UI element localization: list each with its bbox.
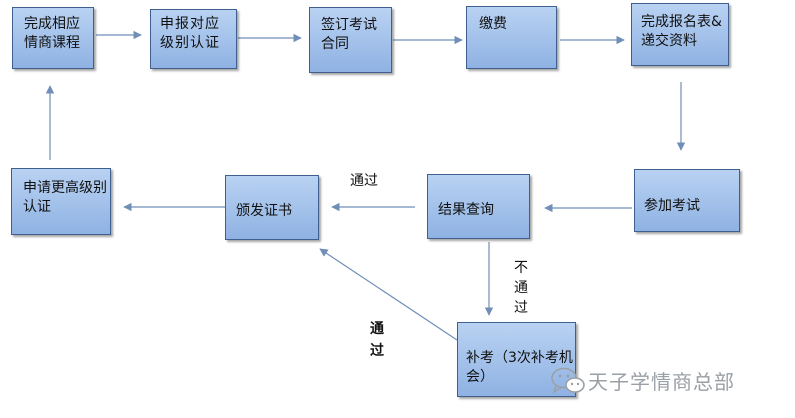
edge-label-pass-bottom: 通过	[370, 321, 384, 359]
edge-label-pass-top: 通过	[350, 173, 378, 189]
node-submit-forms: 完成报名表&递交资料	[631, 3, 729, 66]
node-label: 参加考试	[644, 198, 700, 214]
node-label: 结果查询	[438, 202, 494, 218]
node-label: 完成报名表&递交资料	[641, 14, 722, 49]
wechat-icon	[551, 367, 585, 394]
node-label: 签订考试合同	[321, 17, 377, 52]
watermark-text: 天子学情商总部	[588, 370, 735, 394]
node-label: 申请更高级别认证	[23, 180, 107, 215]
node-label: 申报对应级别认证	[160, 16, 220, 51]
node-take-exam: 参加考试	[634, 169, 740, 232]
node-complete-course: 完成相应情商课程	[12, 7, 94, 69]
node-query-result: 结果查询	[427, 174, 530, 239]
node-issue-certificate: 颁发证书	[225, 175, 319, 240]
node-apply-level: 申报对应级别认证	[150, 9, 237, 69]
node-sign-contract: 签订考试合同	[309, 7, 392, 73]
watermark: 天子学情商总部	[548, 364, 788, 396]
node-label: 完成相应情商课程	[24, 16, 80, 51]
node-label: 缴费	[479, 16, 507, 32]
node-pay-fee: 缴费	[466, 6, 557, 69]
node-label: 补考（3次补考机会）	[466, 350, 573, 385]
node-label: 颁发证书	[236, 203, 292, 219]
node-apply-higher: 申请更高级别认证	[11, 168, 111, 235]
edge-label-fail: 不通过	[514, 260, 528, 316]
arrow-makeup-to-certificate	[319, 248, 458, 341]
